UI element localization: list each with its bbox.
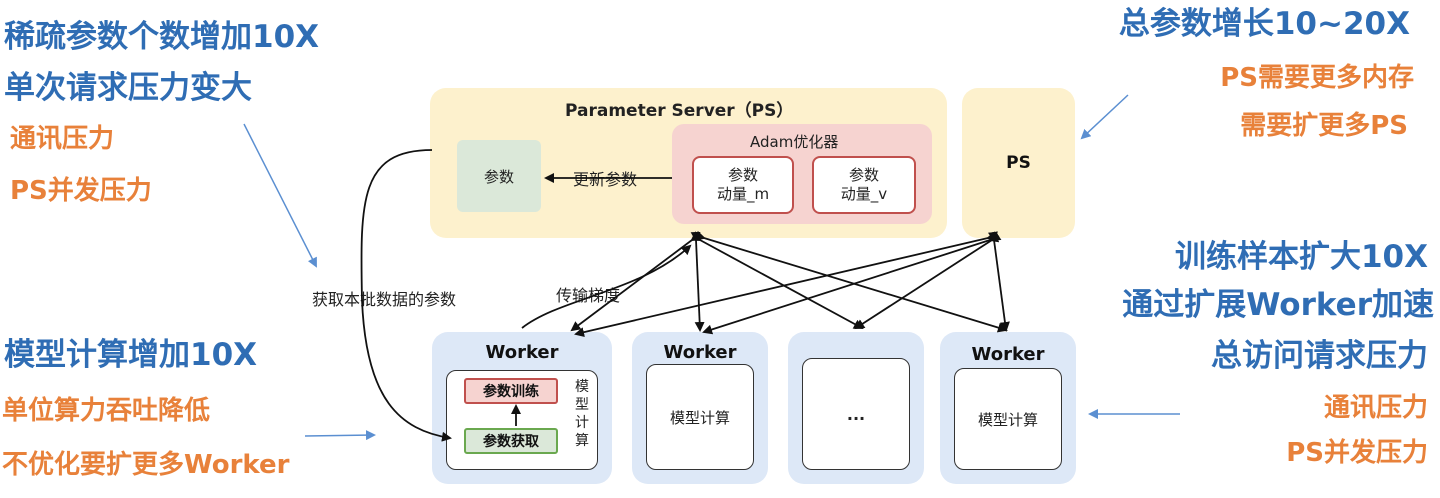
worker-ellipsis: ... [788, 332, 924, 484]
fetch-params-curve [360, 149, 452, 442]
fetch-params-edge-label: 获取本批数据的参数 [312, 290, 457, 309]
worker-3-model-compute: 模型计算 [954, 368, 1062, 470]
left-sub-comm-pressure: 通讯压力 [10, 124, 115, 154]
right-heading-total-params: 总参数增长10~20X [1118, 6, 1410, 42]
cross-ps2-worker3 [987, 231, 1010, 332]
ps-node-right: PS [962, 88, 1075, 238]
worker-3: Worker 模型计算 [940, 332, 1076, 484]
right-sub-more-memory: PS需要更多内存 [1220, 63, 1414, 93]
worker-1-title: Worker [485, 342, 559, 363]
param-training-node: 参数训练 [464, 378, 558, 404]
params-node: 参数 [457, 140, 541, 212]
worker-3-title: Worker [971, 344, 1045, 365]
right-heading-samples: 训练样本扩大10X [1174, 239, 1428, 275]
worker-2: Worker 模型计算 [632, 332, 768, 484]
left-sub-ps-concurrency: PS并发压力 [10, 176, 152, 206]
params-label: 参数 [483, 167, 514, 186]
right-heading-scale-workers: 通过扩展Worker加速 [1122, 287, 1434, 323]
left-heading-model-compute: 模型计算增加10X [4, 337, 258, 373]
moment-m-node: 参数 动量_m [692, 156, 794, 214]
model-compute-vertical: 模型计算 [575, 379, 589, 449]
annotation-arrow-left-top [243, 123, 317, 268]
right-heading-access-pressure: 总访问请求压力 [1211, 338, 1428, 374]
cross-ps1-worker2 [690, 231, 705, 332]
cross-ps2-workerdots [854, 231, 1002, 330]
worker-1: Worker 参数训练 参数获取 模型计算 [432, 332, 612, 484]
right-sub-comm-pressure: 通讯压力 [1323, 393, 1428, 423]
adam-title: Adam优化器 [750, 133, 839, 151]
annotation-arrow-right-top [1080, 94, 1129, 140]
worker-2-title: Worker [663, 342, 737, 363]
cross-ps2-worker1 [574, 231, 997, 338]
update-params-label: 更新参数 [573, 170, 638, 189]
left-heading-sparse-params: 稀疏参数个数增加10X [4, 19, 320, 55]
ps-title: Parameter Server（PS） [565, 101, 794, 121]
right-sub-ps-concurrency: PS并发压力 [1286, 438, 1428, 468]
left-heading-request-pressure: 单次请求压力变大 [4, 70, 252, 106]
ps-right-label: PS [1006, 153, 1031, 173]
right-sub-more-ps: 需要扩更多PS [1240, 111, 1408, 141]
worker-ellipsis-label: ... [802, 358, 910, 470]
left-sub-more-workers: 不优化要扩更多Worker [2, 450, 290, 480]
gradient-transfer-arrow [521, 244, 692, 329]
param-fetch-node: 参数获取 [464, 428, 558, 454]
cross-ps1-workerdots [690, 231, 864, 329]
cross-ps2-worker2 [702, 232, 1000, 335]
worker-2-model-compute: 模型计算 [646, 364, 754, 470]
left-sub-throughput: 单位算力吞吐降低 [2, 396, 211, 426]
moment-v-node: 参数 动量_v [812, 156, 916, 214]
cross-ps1-worker1 [570, 231, 702, 332]
annotation-arrow-left-bottom [304, 430, 376, 441]
